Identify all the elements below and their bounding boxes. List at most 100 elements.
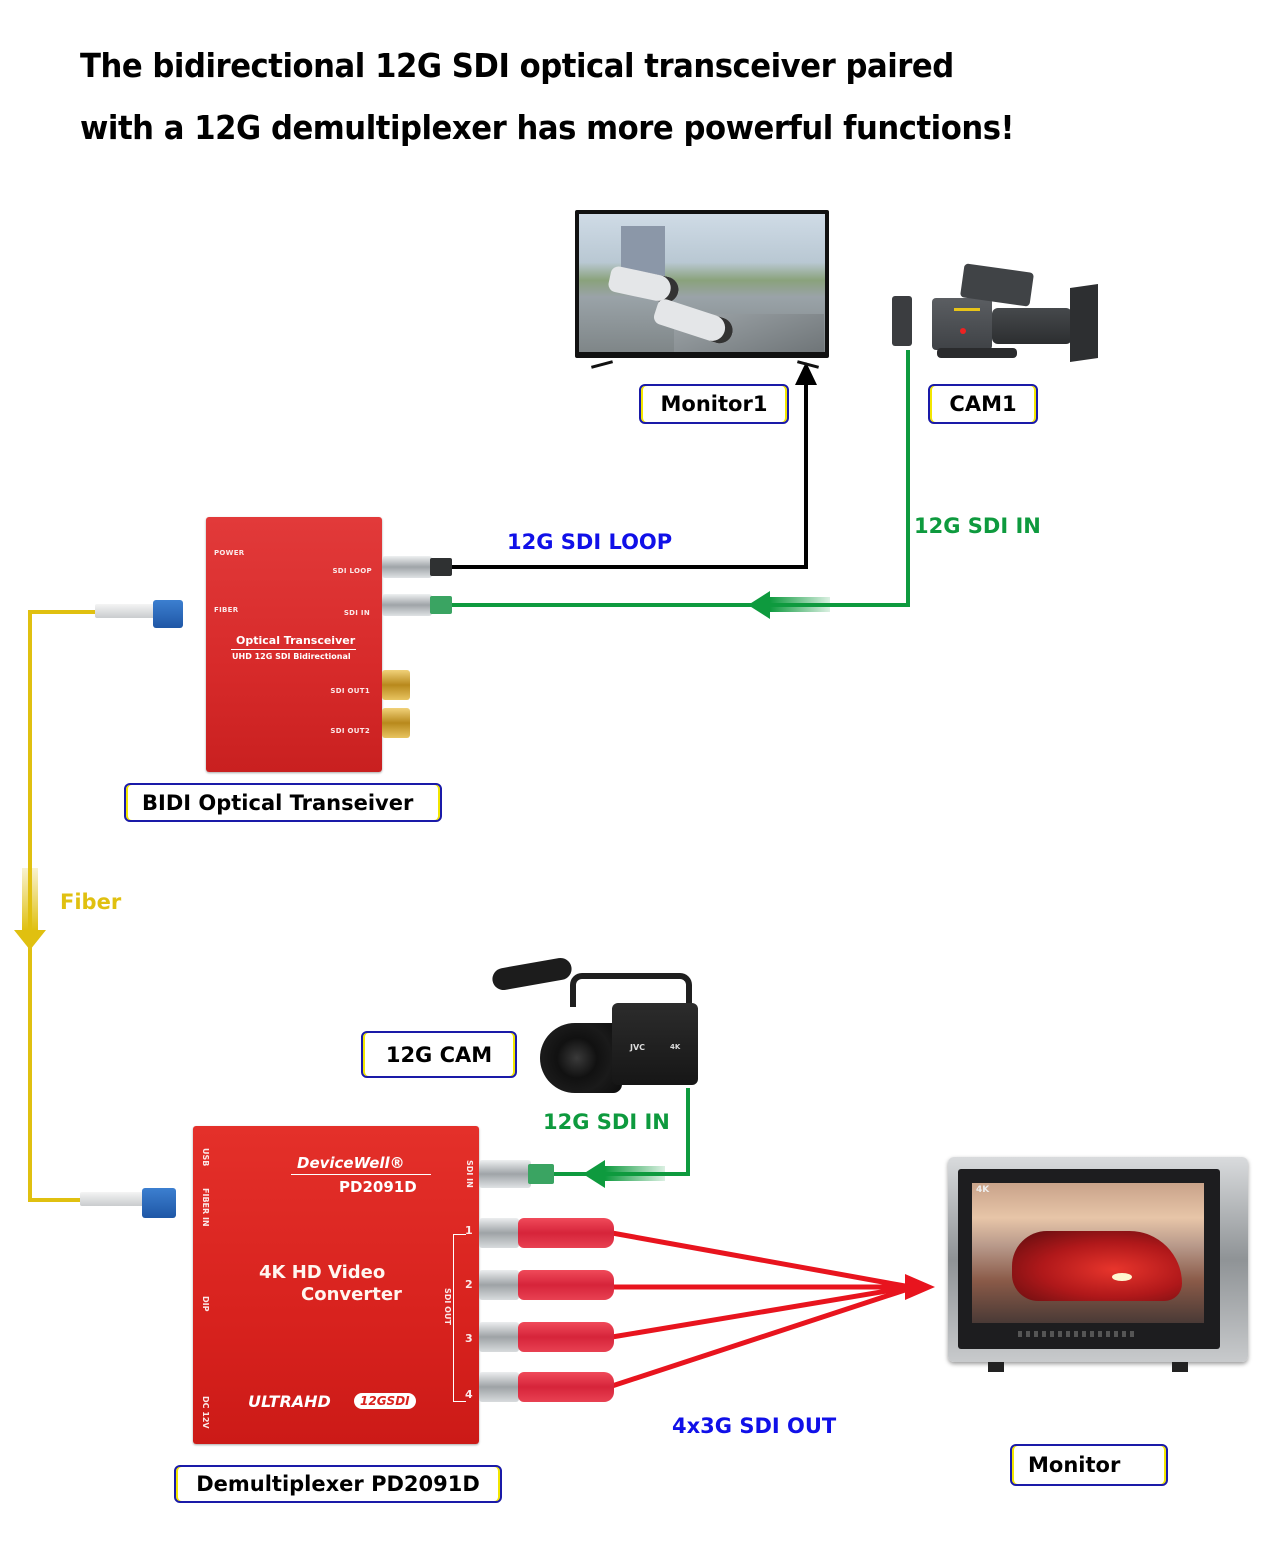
- signal-label-sdi-in-top: 12G SDI IN: [914, 514, 1041, 538]
- sdi-out-bracket: [453, 1234, 466, 1402]
- fiber-connector-bottom: [80, 1192, 144, 1206]
- title-line-2: with a 12G demultiplexer has more powerf…: [80, 108, 1015, 147]
- signal-label-sdi-loop: 12G SDI LOOP: [507, 530, 673, 554]
- camcorder-brand: JVC: [630, 1043, 646, 1052]
- lc-connector-top: [153, 600, 183, 628]
- camera-monitor: [892, 296, 912, 346]
- fiber-arrow-trail: [22, 868, 38, 930]
- transceiver-sdi-in-label: SDI IN: [343, 609, 370, 617]
- label-monitor: Monitor: [1010, 1444, 1168, 1486]
- demux-fiber-in-label: FIBER IN: [201, 1188, 210, 1227]
- label-bidi-transceiver: BIDI Optical Transeiver: [124, 783, 442, 822]
- shotgun-mic: [490, 956, 574, 992]
- sdi-out-cable-3: [611, 1285, 906, 1340]
- camera-body: [932, 298, 992, 350]
- signal-label-sdi-out: 4x3G SDI OUT: [672, 1414, 837, 1438]
- transceiver-sdi-out1-label: SDI OUT1: [330, 687, 370, 695]
- demux-usb-label: USB: [201, 1148, 210, 1167]
- arrow-trail-bottom: [605, 1166, 665, 1181]
- sdi-out-cable-1: [611, 1230, 906, 1289]
- label-cam1: CAM1: [928, 384, 1038, 424]
- transceiver-fiber-label: FIBER: [214, 606, 239, 614]
- transceiver-divider: [231, 649, 356, 650]
- broadcast-monitor: 4K: [948, 1157, 1248, 1372]
- sdi-in-connector: [382, 594, 432, 616]
- transceiver-name: Optical Transceiver: [236, 634, 356, 647]
- lc-connector-bottom: [142, 1188, 176, 1218]
- demultiplexer-device: USB FIBER IN DIP DC 12V DeviceWell® PD20…: [193, 1126, 479, 1444]
- sdi-out-1-plug: [518, 1218, 614, 1248]
- camera-baseplate: [937, 348, 1017, 358]
- sdi-in-cable-top: [450, 350, 910, 607]
- camcorder-body: JVC 4K: [612, 1003, 698, 1085]
- arrow-right-icon: [905, 1274, 935, 1300]
- monitor1-screen: [579, 214, 825, 352]
- arrow-up-icon: [795, 362, 817, 385]
- sdi-loop-connector: [382, 556, 432, 578]
- label-12g-cam: 12G CAM: [361, 1031, 517, 1078]
- demux-brand: DeviceWell®: [297, 1154, 405, 1172]
- sdi-out-2-plug: [518, 1270, 614, 1300]
- sdi-loop-plug: [430, 558, 452, 576]
- camera-lens: [992, 308, 1072, 344]
- arrow-left-icon-bottom: [583, 1160, 605, 1188]
- demux-port-1: 1: [465, 1224, 473, 1237]
- arrow-trail: [770, 597, 830, 612]
- cinema-camera: [892, 263, 1104, 368]
- sdi-out-cable-4: [611, 1287, 906, 1389]
- demux-sdi-in-label: SDI IN: [465, 1160, 474, 1188]
- arrow-down-icon: [14, 930, 46, 950]
- signal-label-fiber: Fiber: [60, 890, 122, 914]
- sdi-out1-connector: [382, 670, 410, 700]
- sdi-loop-cable: [450, 385, 808, 569]
- transceiver-sdi-loop-label: SDI LOOP: [332, 567, 372, 575]
- monitor-foot-left: [988, 1362, 1004, 1372]
- camcorder: JVC 4K: [490, 945, 702, 1093]
- demux-sdi-out-label: SDI OUT: [443, 1288, 452, 1325]
- title-line-1: The bidirectional 12G SDI optical transc…: [80, 46, 954, 85]
- race-car: [1012, 1231, 1182, 1301]
- sdi-out-4-connector: [479, 1372, 519, 1402]
- label-monitor1: Monitor1: [639, 384, 789, 424]
- monitor-4k-badge: 4K: [976, 1185, 990, 1195]
- sdi-out-2-connector: [479, 1270, 519, 1300]
- demux-sdi-in-connector: [479, 1160, 531, 1188]
- demux-sdi-in-plug: [528, 1164, 554, 1184]
- sdi-out-3-connector: [479, 1322, 519, 1352]
- demux-dc-label: DC 12V: [201, 1396, 210, 1429]
- cctv-camera-1: [607, 265, 681, 305]
- transceiver-sdi-out2-label: SDI OUT2: [330, 727, 370, 735]
- demux-name-line1: 4K HD Video: [259, 1262, 386, 1283]
- camcorder-4k-badge: 4K: [670, 1043, 681, 1051]
- demux-port-3: 3: [465, 1332, 473, 1345]
- demux-port-4: 4: [465, 1388, 473, 1401]
- label-demultiplexer: Demultiplexer PD2091D: [174, 1465, 502, 1503]
- monitor-bezel: 4K: [958, 1169, 1220, 1349]
- demux-12gsdi-pill: 12GSDI: [354, 1393, 416, 1409]
- camcorder-handle: [570, 973, 692, 1007]
- sdi-out-1-connector: [479, 1218, 519, 1248]
- monitor-foot-right: [1172, 1362, 1188, 1372]
- car-headlight: [1112, 1273, 1132, 1281]
- matte-box: [1070, 284, 1098, 362]
- signal-label-sdi-in-bottom: 12G SDI IN: [543, 1110, 670, 1134]
- monitor-buttons: [1018, 1331, 1138, 1337]
- demux-model: PD2091D: [339, 1178, 417, 1196]
- sdi-out2-connector: [382, 708, 410, 738]
- monitor1-tv: [575, 210, 829, 369]
- sdi-out-3-plug: [518, 1322, 614, 1352]
- transceiver-power-label: POWER: [214, 549, 245, 557]
- demux-port-2: 2: [465, 1278, 473, 1291]
- demux-ultrahd-badge: ULTRAHD: [248, 1392, 331, 1411]
- demux-dip-label: DIP: [201, 1296, 210, 1312]
- transceiver-subtitle: UHD 12G SDI Bidirectional: [232, 652, 351, 661]
- optical-transceiver-device: POWER FIBER SDI LOOP SDI IN Optical Tran…: [206, 517, 382, 772]
- fiber-connector-top: [95, 604, 155, 618]
- camcorder-lens: [540, 1023, 622, 1093]
- arrow-left-icon: [748, 591, 770, 619]
- sdi-in-plug: [430, 596, 452, 614]
- monitor-screen: 4K: [972, 1183, 1204, 1323]
- demux-name-line2: Converter: [301, 1284, 402, 1305]
- sdi-out-4-plug: [518, 1372, 614, 1402]
